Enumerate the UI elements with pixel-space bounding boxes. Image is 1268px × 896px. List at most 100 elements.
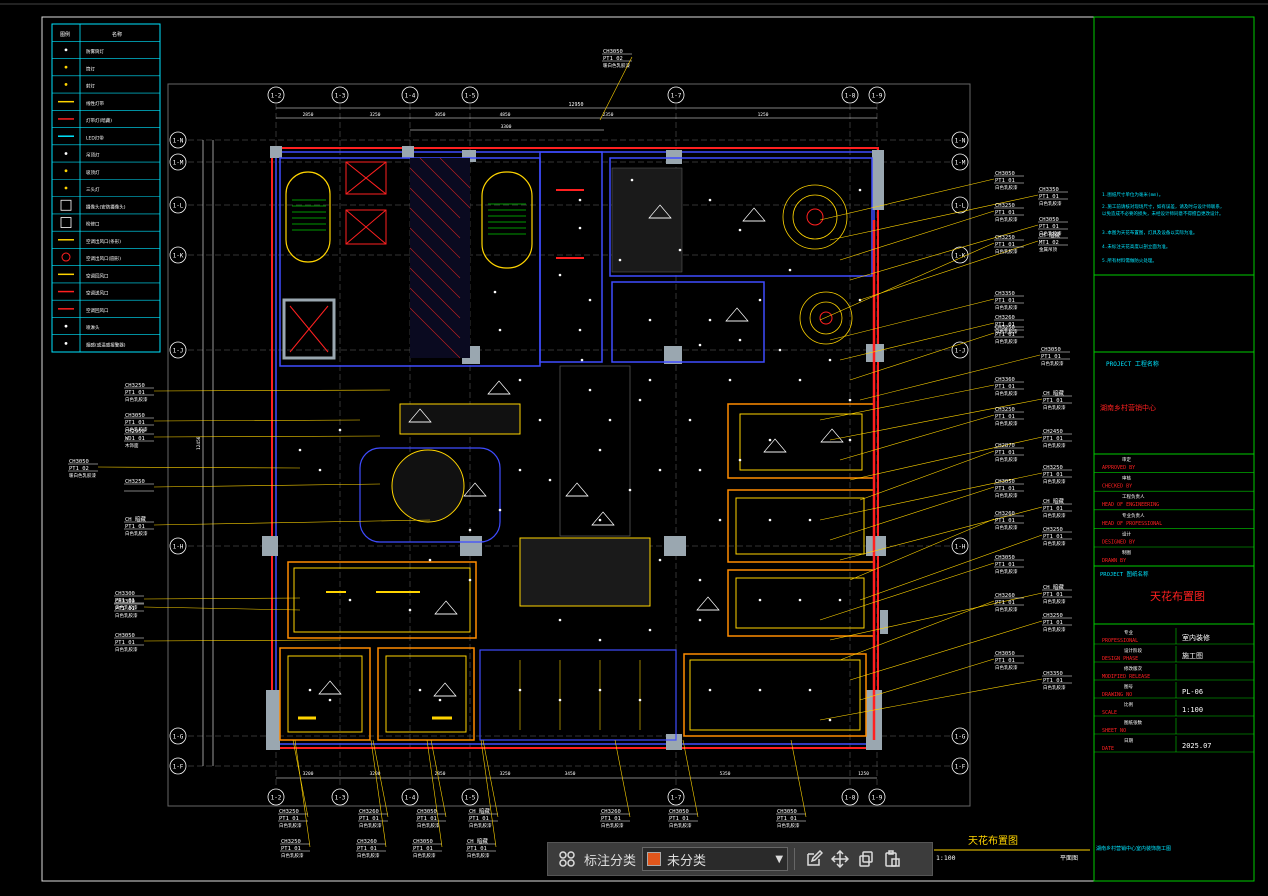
callout-material-name: 木饰面	[125, 442, 139, 449]
callout-material-code: PT1 01	[995, 562, 1015, 568]
callout-ceiling-height: CH3350	[1039, 187, 1059, 193]
callout-material-code: PT1 02	[603, 56, 623, 62]
callout-material-name: 白色乳胶漆	[1041, 360, 1064, 367]
callout-ceiling-height: CH 暗藏	[469, 807, 490, 815]
edit-icon[interactable]	[801, 846, 827, 872]
light-fixture	[808, 518, 812, 522]
callout-material-code: PT1 01	[1039, 194, 1059, 200]
legend-item-label: 检修口	[86, 221, 100, 228]
callout-material-name: 白色乳胶漆	[413, 852, 436, 859]
callout-material-code: PT1 01	[669, 816, 689, 822]
callout-material-name: 金属吊顶	[1039, 246, 1057, 253]
callout-material-code: PT1 01	[467, 846, 487, 852]
annotation-category-select[interactable]: 未分类 ▼	[642, 847, 789, 871]
callout-ceiling-height: CH2950	[125, 429, 145, 435]
callout-ceiling-height: CH3250	[1043, 465, 1063, 471]
title-row-en: HEAD OF ENGINEERING	[1102, 502, 1159, 508]
callout-ceiling-height: CH3050	[413, 839, 433, 845]
legend-symbol-icon	[64, 186, 68, 190]
callout-material-name: 白色乳胶漆	[1043, 598, 1066, 605]
callout-material-name: 白色乳胶漆	[125, 396, 148, 403]
callout-material-name: 白色乳胶漆	[1043, 404, 1066, 411]
copy-icon[interactable]	[853, 846, 879, 872]
callout-ceiling-height: CH3250	[281, 839, 301, 845]
legend-symbol-icon	[64, 83, 68, 86]
grid-bubble	[841, 86, 859, 104]
light-fixture	[678, 248, 682, 252]
grid-view-icon[interactable]	[554, 846, 580, 872]
legend-item-label: 空调出风口(圆形)	[86, 255, 121, 262]
light-fixture	[798, 598, 802, 602]
callout-material-code: PT1 01	[995, 332, 1015, 338]
callout-material-code: PT1 01	[995, 600, 1015, 606]
callout-material-name: 白色乳胶漆	[995, 568, 1018, 575]
room-tag-icon	[487, 380, 511, 395]
grid-bubble	[169, 537, 187, 555]
grid-bubble	[951, 727, 969, 745]
svg-text:2350: 2350	[603, 112, 614, 118]
callout-material-name: 白色乳胶漆	[777, 822, 800, 829]
callout-material-name: 白色乳胶漆	[125, 426, 148, 433]
move-icon[interactable]	[827, 846, 853, 872]
light-fixture	[348, 598, 352, 602]
callout-ceiling-height: CH 暗藏	[1043, 389, 1064, 397]
drawing-title-text: 天花布置图	[968, 834, 1018, 847]
room-tag-icon	[742, 207, 766, 222]
callout-material-name: 白色乳胶漆	[995, 390, 1018, 397]
room-tag-icon	[696, 596, 720, 611]
grid-bubble	[169, 246, 187, 264]
light-fixture	[638, 698, 642, 702]
grid-label: 1-J	[955, 348, 966, 355]
info-row-en: PROFESSIONAL	[1102, 638, 1138, 644]
grid-label: 1-N	[955, 138, 966, 145]
callout-ceiling-height: CH3050	[995, 651, 1015, 657]
light-fixture	[558, 618, 562, 622]
plan-frame	[167, 83, 971, 807]
light-fixture	[698, 343, 702, 347]
callout-material-name: 白色乳胶漆	[995, 184, 1018, 191]
callout-material-code: PT1 01	[1043, 592, 1063, 598]
svg-text:3200: 3200	[370, 771, 381, 777]
light-fixture	[598, 688, 602, 692]
grid-label: 1-4	[405, 795, 416, 802]
grid-bubble	[951, 537, 969, 555]
rooms	[279, 151, 876, 741]
grid-label: 1-L	[173, 203, 184, 210]
callout-material-name: 白色乳胶漆	[1039, 230, 1062, 237]
callout-material-code: PT1 01	[995, 450, 1015, 456]
callout-material-name: 白色乳胶漆	[995, 216, 1018, 223]
light-fixture	[708, 688, 712, 692]
light-fixture	[608, 418, 612, 422]
light-fixture	[848, 398, 852, 402]
toolbar-divider	[794, 848, 796, 870]
callout-material-name: 暖白色乳胶漆	[603, 62, 630, 69]
drawing-label: PROJECT 图纸名称	[1100, 570, 1149, 578]
callout-material-code: PT1 01	[279, 816, 299, 822]
callout-ceiling-height: CH3050	[603, 49, 623, 55]
paste-icon[interactable]	[879, 846, 905, 872]
grid-bubble	[401, 788, 419, 806]
grid-label: 1-9	[872, 795, 883, 802]
light-fixture	[408, 608, 412, 612]
legend-item-label: 三头灯	[86, 186, 100, 193]
light-fixture	[578, 328, 582, 332]
svg-text:4850: 4850	[500, 112, 511, 118]
callout-material-code: PT1 01	[1043, 398, 1063, 404]
info-row-label: 比例	[1124, 701, 1133, 708]
legend-item-label: 线性灯带	[86, 100, 104, 107]
callout-material-name: 白色乳胶漆	[995, 248, 1018, 255]
light-fixture	[498, 328, 502, 332]
callout-material-code: PT1 01	[125, 524, 145, 530]
grid-bubble	[169, 153, 187, 171]
grid-bubble	[667, 788, 685, 806]
light-fixture	[738, 338, 742, 342]
